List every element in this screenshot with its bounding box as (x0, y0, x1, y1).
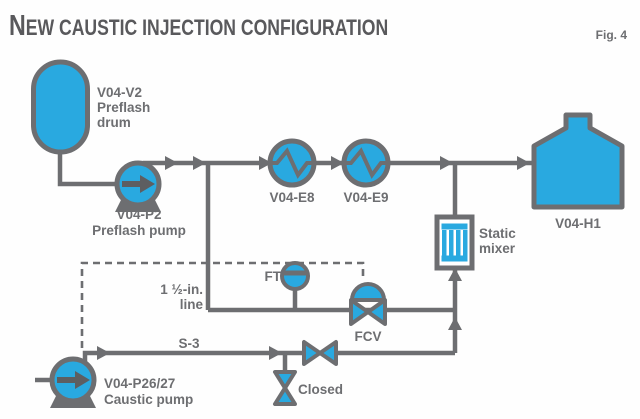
heater-vessel-label: V04-H1 (555, 216, 601, 231)
instrument-signal-dashed-line (80, 261, 365, 348)
instrument-bubble-icon (280, 261, 310, 291)
drum-name-label: drum (97, 115, 131, 130)
flow-control-valve-symbol (349, 282, 387, 326)
preflash-pump-tag-label: V04-P2 (116, 207, 161, 222)
flow-arrow-up-icon (448, 317, 462, 330)
static-mixer-label: Static (479, 226, 516, 241)
drum-tag-label: V04-V2 (97, 85, 142, 100)
diagram-labels: V04-V2 Preflash drum V04-P2 Preflash pum… (92, 85, 601, 407)
valve-body-icon (349, 298, 370, 326)
valve-body-icon (273, 386, 297, 406)
valve-body-icon (302, 340, 322, 366)
valve-actuator-icon (350, 282, 386, 302)
preflash-drum-symbol (31, 59, 90, 155)
mixer-element (463, 230, 468, 256)
mixer-element (441, 255, 468, 262)
closed-valve-label: Closed (298, 382, 343, 397)
drum-name-label: Preflash (97, 100, 150, 115)
figure-number: Fig. 4 (595, 28, 627, 42)
mixer-element (441, 223, 468, 230)
static-mixer-label: mixer (479, 241, 516, 256)
mixer-element (442, 230, 447, 256)
drum-vessel-icon (31, 59, 90, 155)
flow-arrow-icon (269, 346, 282, 360)
valve-body-icon (318, 340, 338, 366)
pump-arrow-icon (75, 371, 90, 389)
exchanger-e9-symbol (341, 138, 391, 188)
flow-transmitter-symbol (280, 261, 310, 291)
flow-arrow-up-icon (448, 268, 462, 281)
line-size-label: 1 ½-in. (160, 282, 203, 297)
flow-arrow-icon (440, 156, 453, 170)
static-mixer-symbol (434, 214, 475, 271)
flow-arrow-icon (517, 156, 530, 170)
gate-valve-symbol (302, 340, 338, 366)
flow-arrow-icon (193, 156, 206, 170)
flow-arrow-icon (331, 156, 344, 170)
drum-outlet-pipe (57, 150, 118, 187)
preflash-pump-symbol (114, 160, 162, 212)
valve-body-icon (366, 298, 387, 326)
valve-body-icon (273, 370, 297, 390)
preflash-pump-name-label: Preflash pump (92, 223, 186, 238)
flow-transmitter-label: FT (265, 269, 282, 284)
pump-arrow-icon (140, 175, 155, 193)
flow-arrow-icon (165, 156, 178, 170)
exchanger-e8-symbol (267, 138, 317, 188)
exchanger-coil-icon (270, 147, 314, 179)
exchanger-coil-icon (344, 147, 388, 179)
s3-line-label: S-3 (178, 336, 200, 351)
flow-arrows (97, 156, 530, 360)
mixer-element (449, 230, 454, 256)
exchanger-e8-label: V04-E8 (269, 190, 315, 205)
caustic-pump-symbol (49, 356, 97, 408)
flow-arrow-icon (259, 156, 272, 170)
caustic-pump-tag-label: V04-P26/27 (104, 376, 175, 391)
figure-title: New caustic injection configuration (9, 10, 389, 42)
heater-vessel-icon (531, 112, 625, 210)
line-size-label: line (180, 297, 204, 312)
flow-arrow-icon (97, 346, 110, 360)
mixer-element (456, 230, 461, 256)
closed-valve-symbol (273, 370, 297, 406)
flow-control-valve-label: FCV (355, 329, 382, 344)
exchanger-e9-label: V04-E9 (343, 190, 388, 205)
caustic-pump-name-label: Caustic pump (104, 392, 193, 407)
